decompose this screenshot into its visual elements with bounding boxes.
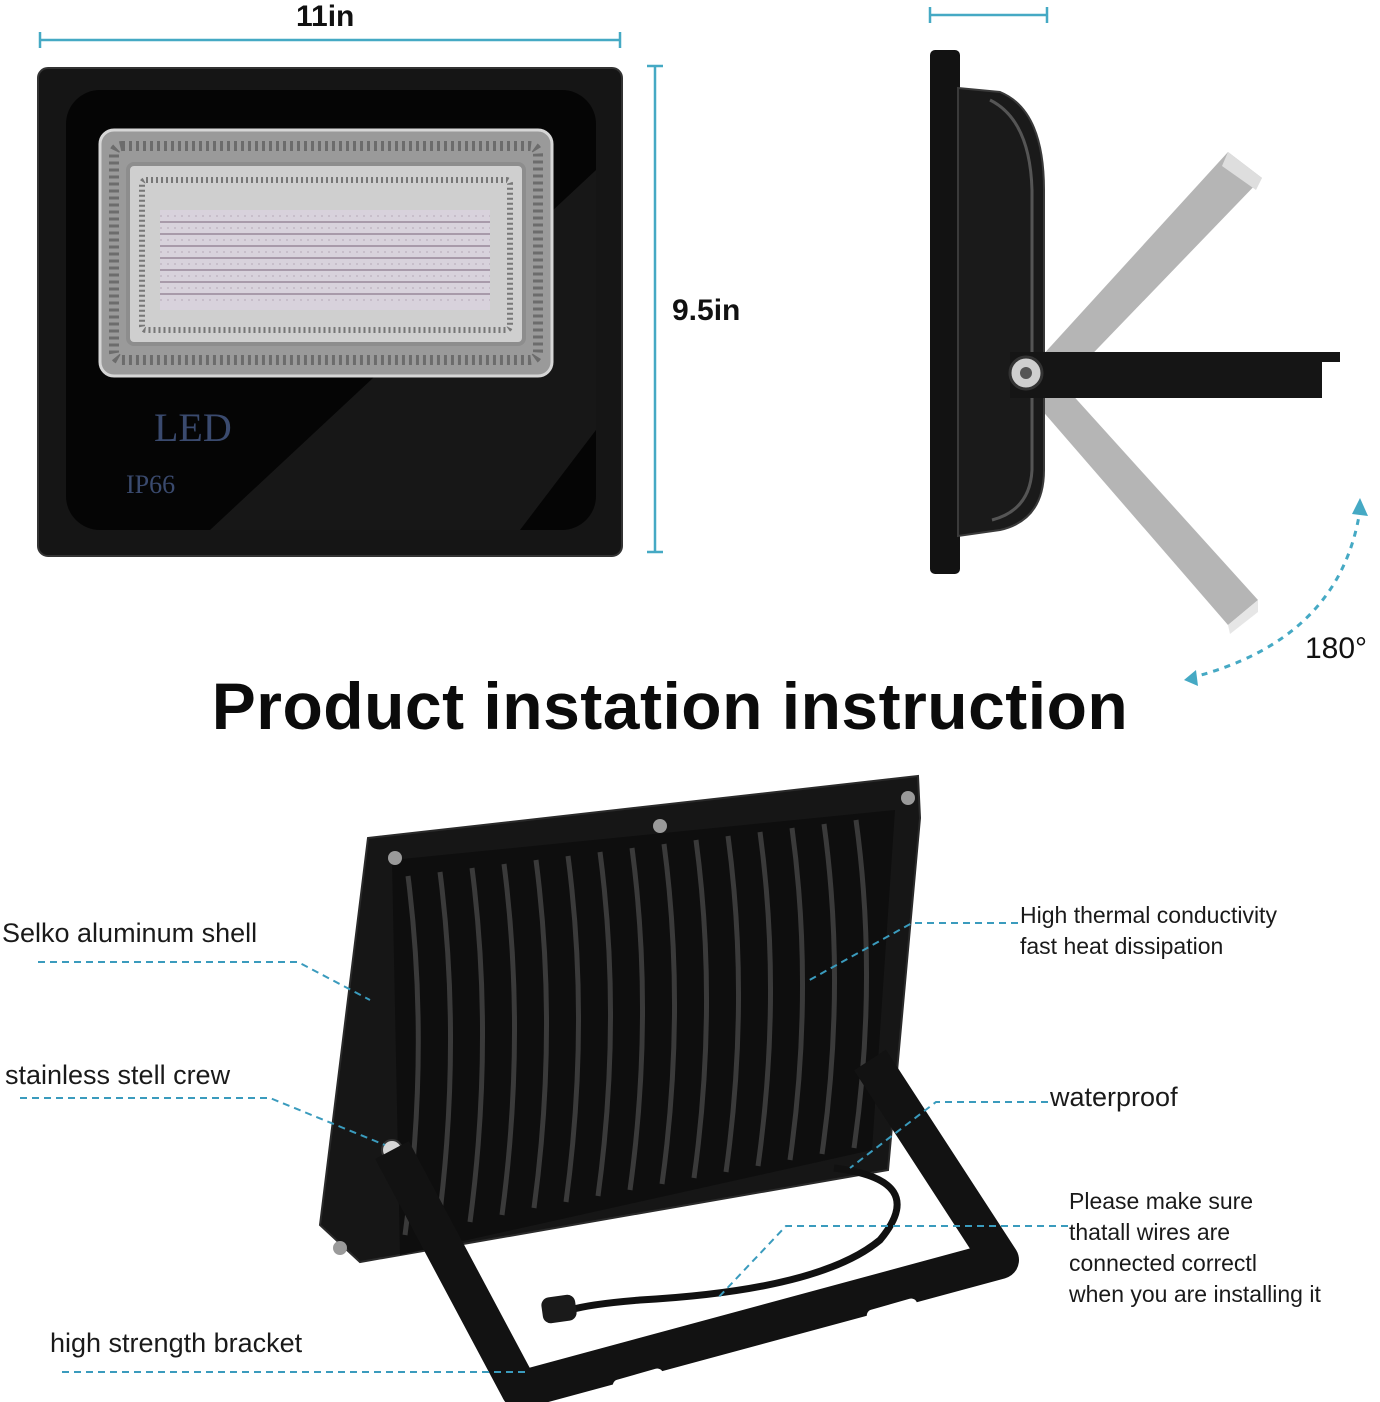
callout-thermal-line-2: fast heat dissipation (1020, 933, 1224, 959)
side-view-body (957, 86, 1045, 538)
u-bracket (375, 1049, 1019, 1402)
side-view-front-plate (930, 50, 960, 574)
height-dimension-line (647, 64, 663, 554)
width-label: 11in (296, 0, 355, 33)
callout-wiring-line-3: connected correctl (1069, 1250, 1257, 1276)
side-view-bracket (1010, 352, 1322, 398)
depth-dimension-line (928, 7, 1049, 23)
callout-wiring: Please make sure thatall wires are conne… (1069, 1186, 1321, 1310)
callout-thermal: High thermal conductivity fast heat diss… (1020, 900, 1277, 962)
leader-lines (20, 922, 1068, 1373)
rotation-angle-label: 180° (1305, 632, 1368, 665)
ip-rating-text: IP66 (126, 470, 176, 499)
rotation-arc (1189, 509, 1362, 680)
callout-wiring-line-2: thatall wires are (1069, 1219, 1231, 1245)
callout-bracket: high strength bracket (50, 1328, 303, 1358)
bracket-ghost-lower (1020, 370, 1258, 625)
height-label: 9.5in (672, 294, 741, 327)
callout-screw: stainless stell crew (5, 1060, 231, 1090)
back-view-illustration (318, 774, 1019, 1402)
waterproof-connector (541, 1294, 577, 1324)
callout-wiring-line-1: Please make sure (1069, 1188, 1254, 1214)
bracket-slot (612, 1368, 664, 1392)
callout-wiring-line-4: when you are installing it (1069, 1281, 1321, 1307)
callout-shell: Selko aluminum shell (2, 918, 258, 948)
led-panel-text: LED (154, 405, 232, 450)
width-dimension-line (38, 32, 622, 48)
callout-thermal-line-1: High thermal conductivity (1020, 902, 1277, 928)
bracket-ghost-upper (1020, 152, 1262, 400)
callout-waterproof: waterproof (1050, 1082, 1178, 1112)
power-cable (568, 1164, 901, 1314)
heat-sink-fins (402, 819, 870, 1236)
page-title: Product instation instruction (211, 669, 1129, 743)
corner-screw (388, 851, 402, 865)
rotation-arrow-up (1352, 498, 1368, 516)
rotation-arrow-left (1184, 670, 1198, 686)
